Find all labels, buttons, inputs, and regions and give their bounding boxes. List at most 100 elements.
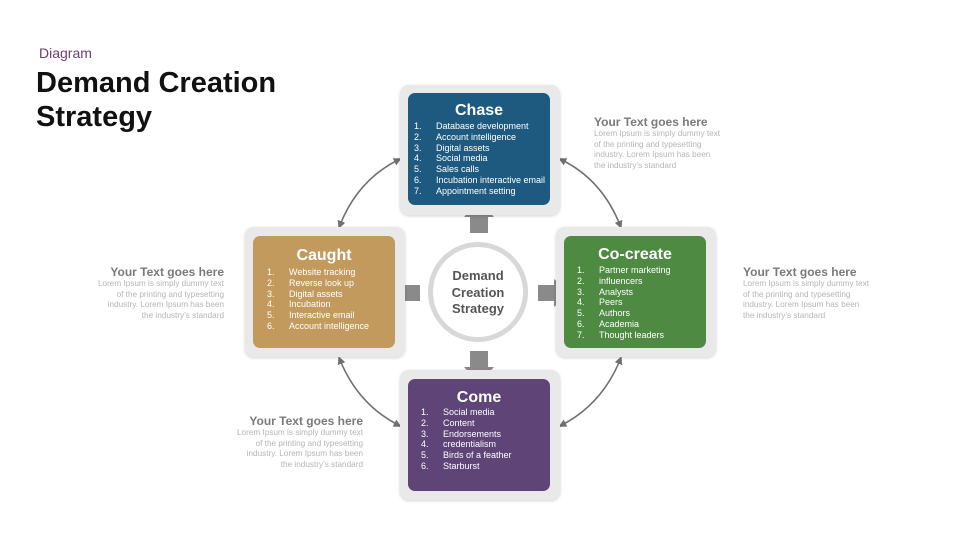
list-item-text: Academia <box>599 318 640 329</box>
note-line: industry. Lorem Ipsum has been <box>743 300 860 310</box>
list-item: 5.Interactive email <box>267 310 369 321</box>
list-item-text: Analysts <box>599 286 634 297</box>
list-item-number: 6. <box>577 318 585 329</box>
center-line-1: Demand <box>452 268 504 283</box>
note-line: the industry’s standard <box>141 310 224 320</box>
note-heading: Your Text goes here <box>110 265 224 279</box>
chase-title: Chase <box>454 102 504 119</box>
list-item-number: 4. <box>414 153 422 164</box>
connector-cocreate-come <box>558 356 623 427</box>
note-line: the industry’s standard <box>594 160 677 170</box>
list-item: 4. credentialism <box>421 439 512 450</box>
note-line: Lorem Ipsum is simply dummy text <box>236 428 363 437</box>
list-item-number: 4. <box>267 299 275 310</box>
list-item-text: Account intelligence <box>436 131 517 142</box>
list-item-text: Appointment setting <box>436 185 516 196</box>
list-item: 4.Peers <box>577 297 671 308</box>
list-item: 1. Partner marketing <box>577 265 671 276</box>
list-item-number: 3. <box>421 428 429 439</box>
list-item-number: 2. <box>267 277 275 288</box>
list-item-number: 1. <box>267 267 275 277</box>
center-circle <box>428 242 528 342</box>
list-item: 4. Social media <box>414 153 545 164</box>
list-item-number: 7. <box>414 185 422 196</box>
list-item-text: Endorsements <box>443 428 502 439</box>
list-item-number: 3. <box>577 286 585 297</box>
note-line: Lorem Ipsum is simply dummy text <box>743 279 870 288</box>
list-item-text: Thought leaders <box>599 329 665 340</box>
page-title: Demand Creation Strategy <box>36 67 277 133</box>
arrow-up-to-chase <box>464 200 494 233</box>
cocreate-list: 1. Partner marketing 2. influencers 3. Analys… <box>577 265 671 341</box>
list-item-text: Account intelligence <box>289 320 370 331</box>
connector-chase-cocreate <box>558 158 623 229</box>
list-item-text: Social media <box>443 407 495 417</box>
list-item: 1. Database development <box>414 121 545 132</box>
list-item-number: 1. <box>414 121 422 131</box>
list-item-number: 1. <box>577 265 585 275</box>
list-item: 3. Endorsements <box>421 429 512 440</box>
diagram-label: Diagram <box>39 45 92 61</box>
list-item-number: 6. <box>414 174 422 185</box>
list-item-text: Peers <box>599 297 623 308</box>
list-item-text: Incubation <box>289 299 331 310</box>
list-item: 2.Account intelligence <box>414 132 545 143</box>
note-line: industry. Lorem Ipsum has been <box>246 449 363 459</box>
note-line: of the printing and typesetting <box>594 139 702 149</box>
list-item-number: 6. <box>421 460 429 471</box>
list-item: 3. Analysts <box>577 287 671 298</box>
connector-caught-chase <box>337 158 402 229</box>
list-item-text: Starburst <box>443 460 480 471</box>
center-line-3: Strategy <box>451 301 505 316</box>
note-heading: Your Text goes here <box>594 115 708 129</box>
note-top-right: Your Text goes here Lorem Ipsum is simpl… <box>594 115 754 171</box>
list-item-number: 3. <box>414 142 422 153</box>
list-item-text: Digital assets <box>289 288 343 299</box>
list-item: 4. Incubation <box>267 299 369 310</box>
list-item: 1. Social media <box>421 407 512 418</box>
list-item-number: 5. <box>421 450 429 461</box>
note-bottom-left: Your Text goes here Lorem Ipsum is simpl… <box>203 414 363 470</box>
list-item: 7.Thought leaders <box>577 330 671 341</box>
list-item: 5.Authors <box>577 308 671 319</box>
list-item-number: 2. <box>577 275 585 286</box>
list-item-text: Content <box>443 417 475 428</box>
list-item-number: 5. <box>414 164 422 175</box>
list-item-text: Authors <box>599 308 631 319</box>
note-line: of the printing and typesetting <box>116 289 224 299</box>
note-line: of the printing and typesetting <box>255 438 363 448</box>
note-right: Your Text goes here Lorem Ipsum is simpl… <box>743 265 903 321</box>
connector-come-caught <box>337 356 402 427</box>
list-item: 2. influencers <box>577 276 671 287</box>
list-item: 6. Academia <box>577 319 671 330</box>
note-line: industry. Lorem Ipsum has been <box>594 150 711 160</box>
arrow-down-to-come <box>464 351 494 384</box>
list-item: 7. Appointment setting <box>414 186 545 197</box>
center-line-2: Creation <box>451 284 505 300</box>
list-item-text: Social media <box>436 153 488 164</box>
list-item: 6. Starburst <box>421 461 512 472</box>
list-item-number: 1. <box>421 407 429 417</box>
caught-title: Caught <box>296 247 352 264</box>
list-item: 1.Website tracking <box>267 267 369 278</box>
list-item: 2.Reverse look up <box>267 278 369 289</box>
list-item-text: credentialism <box>443 439 497 450</box>
list-item-text: Birds of a feather <box>443 450 512 461</box>
list-item-text: Digital assets <box>436 142 490 153</box>
note-left: Your Text goes here Lorem Ipsum is simpl… <box>64 265 224 321</box>
list-item-text: influencers <box>599 275 643 286</box>
list-item-text: Partner marketing <box>599 265 671 275</box>
note-line: the industry’s standard <box>280 459 363 469</box>
list-item-number: 5. <box>267 310 275 321</box>
note-line: Lorem Ipsum is simply dummy text <box>594 129 721 138</box>
list-item-number: 4. <box>421 439 429 450</box>
list-item-text: Database development <box>436 121 529 131</box>
list-item: 5.Sales calls <box>414 164 545 175</box>
list-item-number: 3. <box>267 288 275 299</box>
